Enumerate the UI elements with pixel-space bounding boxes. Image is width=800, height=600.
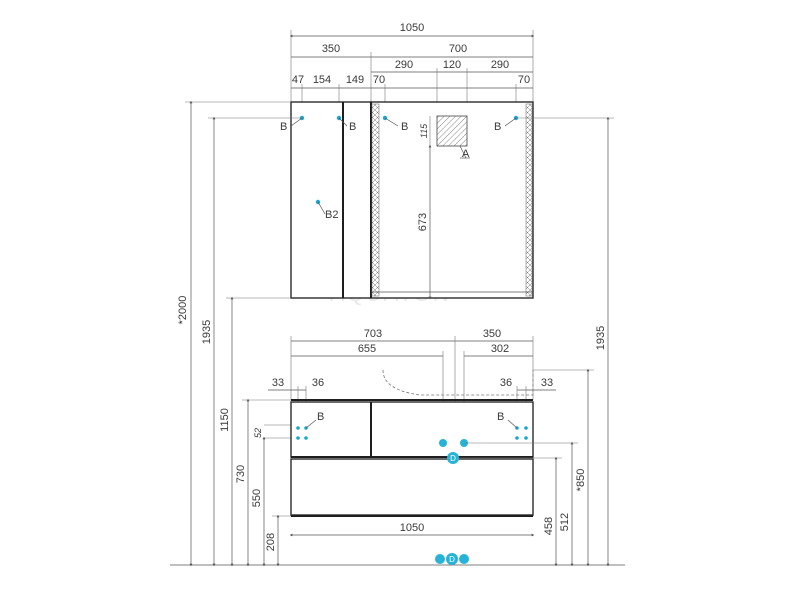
- label-b: B: [401, 121, 408, 133]
- mount-point: [296, 426, 300, 430]
- dim-1935-right: 1935: [595, 326, 607, 350]
- dim-850: *850: [575, 469, 587, 492]
- dim-33-right: 33: [541, 377, 553, 389]
- connection-legend: D: [435, 553, 469, 565]
- socket-box: [436, 115, 468, 147]
- dim-458: 458: [543, 517, 555, 535]
- dim-350: 350: [483, 328, 501, 340]
- label-b: B: [280, 121, 287, 133]
- dim-47: 47: [292, 74, 304, 86]
- dim-302: 302: [491, 343, 509, 355]
- dim-208: 208: [265, 533, 277, 551]
- mount-point: [515, 436, 519, 440]
- dim-512: 512: [559, 513, 571, 531]
- vanity-unit: B B D: [290, 369, 534, 517]
- label-d: D: [449, 555, 455, 564]
- label-b: B: [494, 121, 501, 133]
- dim-115: 115: [419, 123, 429, 138]
- label-b: B: [497, 411, 504, 423]
- dim-550: 550: [251, 489, 263, 507]
- dim-left-section: 350: [322, 43, 340, 55]
- cold-water-marker: [435, 554, 445, 564]
- mirror-cabinet: A 115 673 B B B B B2: [280, 101, 534, 300]
- label-b: B: [349, 121, 356, 133]
- label-a: A: [462, 148, 470, 160]
- dim-70-left: 70: [373, 74, 385, 86]
- dim-52: 52: [253, 428, 263, 438]
- hot-water-marker: [459, 554, 469, 564]
- dim-655: 655: [358, 343, 376, 355]
- water-inlet-marker: [439, 439, 447, 447]
- dim-right-section: 700: [449, 43, 467, 55]
- vanity-dimensions: 703 350 655 302 33 36 36 33 52 1050: [253, 328, 556, 537]
- mount-point: [304, 436, 308, 440]
- dim-730: 730: [235, 465, 247, 483]
- dim-149: 149: [346, 74, 364, 86]
- dim-70-right: 70: [518, 74, 530, 86]
- dim-36-right: 36: [500, 377, 512, 389]
- dim-120: 120: [443, 59, 461, 71]
- dim-154: 154: [313, 74, 331, 86]
- dim-290-right: 290: [491, 59, 509, 71]
- dim-overall-width: 1050: [400, 22, 424, 34]
- mount-point: [524, 426, 528, 430]
- dim-703: 703: [364, 328, 382, 340]
- dim-2000: *2000: [177, 296, 189, 325]
- drain-marker: [447, 452, 459, 464]
- dim-bottom-width: 1050: [400, 522, 424, 534]
- dim-1935-left: 1935: [201, 320, 213, 344]
- dim-36-left: 36: [312, 377, 324, 389]
- dim-33-left: 33: [272, 377, 284, 389]
- label-b2: B2: [325, 209, 338, 221]
- dim-1150: 1150: [219, 408, 231, 432]
- mount-point: [296, 436, 300, 440]
- top-dimensions: 1050 350 700 47 154 149 70 290 120 290 7…: [289, 22, 535, 115]
- dim-290-left: 290: [395, 59, 413, 71]
- label-d: D: [450, 454, 456, 463]
- drain-legend-marker: [446, 553, 458, 565]
- vertical-dimensions: *2000 1935 1150 730 550 208 1935 *850 51…: [170, 100, 625, 567]
- label-b: B: [317, 411, 324, 423]
- mount-point: [524, 436, 528, 440]
- dim-673: 673: [417, 213, 429, 231]
